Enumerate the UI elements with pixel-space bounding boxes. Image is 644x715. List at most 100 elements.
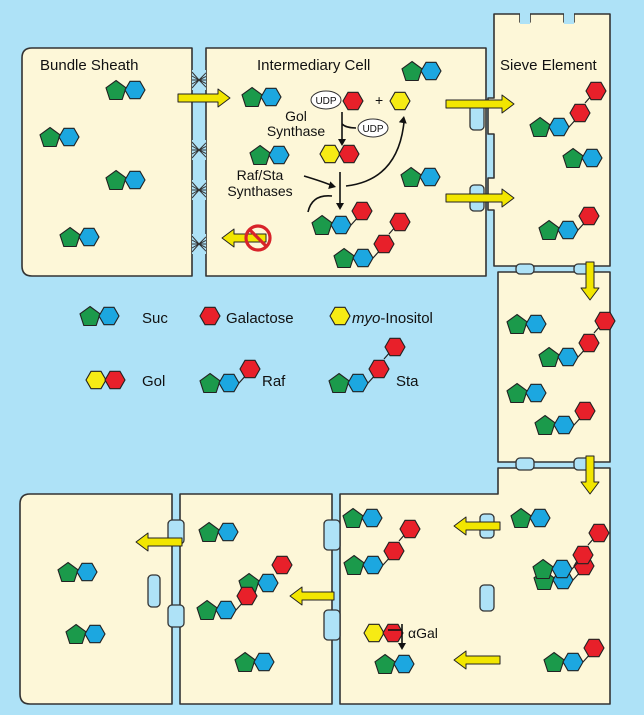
alpha-gal-label: αGal (408, 625, 438, 641)
fructose-unit (59, 226, 81, 248)
glucose-unit (419, 167, 441, 187)
fructose-unit (333, 247, 355, 269)
fructose-unit (39, 126, 61, 148)
sucrose-icon (198, 521, 239, 543)
galactose-unit (384, 337, 406, 357)
stachyose-icon (532, 523, 610, 580)
sucrose-icon (510, 507, 551, 529)
udp-label-2: UDP (362, 124, 383, 135)
galactose-unit (239, 359, 261, 379)
galactose-unit (342, 91, 364, 111)
cell-wall-pit (147, 574, 161, 608)
transport-arrow-icon (177, 88, 231, 108)
galactose-unit (572, 545, 594, 565)
plus-sign: + (375, 92, 383, 108)
glucose-unit (525, 314, 547, 334)
raffinose-icon (534, 401, 596, 436)
sucrose-icon (234, 651, 275, 673)
glucose-unit (78, 227, 100, 247)
sucrose-icon (59, 226, 100, 248)
glucose-unit (557, 347, 579, 367)
galactose-unit (104, 370, 126, 390)
transport-arrow-icon (580, 261, 600, 301)
glucose-unit (393, 654, 415, 674)
glucose-unit (548, 117, 570, 137)
transport-arrow-icon (453, 650, 501, 670)
sieve-element-title: Sieve Element (500, 57, 598, 74)
reaction-arrow (307, 195, 333, 213)
glucose-unit (352, 248, 374, 268)
legend-inositol-label: myo-Inositol (352, 310, 433, 327)
galactose-unit (338, 144, 360, 164)
transport-arrow-icon (445, 188, 515, 208)
raffinose-icon (543, 638, 605, 673)
galactose-unit (383, 541, 405, 561)
stachyose-icon (328, 337, 406, 394)
inositol-icon (329, 306, 351, 326)
sucrose-icon (238, 572, 279, 594)
glucose-unit (553, 415, 575, 435)
galactose-unit (585, 81, 607, 101)
sucrose-icon (506, 382, 547, 404)
sucrose-icon (249, 144, 290, 166)
fructose-unit (562, 147, 584, 169)
sucrose-icon (65, 623, 106, 645)
plasmodesma-cluster (191, 234, 207, 254)
transport-arrow-icon (135, 532, 183, 552)
glucose-unit (347, 373, 369, 393)
galactose-unit (351, 201, 373, 221)
raffinose-icon (538, 206, 600, 241)
raf-sta-label-line2: Synthases (227, 183, 292, 199)
fructose-unit (506, 313, 528, 335)
cell-wall-pit (515, 457, 535, 471)
gol-synthase-label-line2: Synthase (267, 123, 326, 139)
raffinose-icon (199, 359, 261, 394)
raffinose-icon (311, 201, 373, 236)
cell-wall-pit (167, 604, 185, 628)
legend-suc-label: Suc (142, 310, 168, 327)
galactose-unit (373, 234, 395, 254)
synthesis-pathway (303, 112, 407, 650)
pathway-labels: UDP + UDP Gol Synthase Raf/Sta Synthases… (227, 90, 438, 641)
sucrose-icon (506, 313, 547, 335)
fructose-unit (65, 623, 87, 645)
fructose-unit (343, 554, 365, 576)
transport-arrow-icon (289, 586, 335, 606)
sucrose-icon (401, 60, 442, 82)
fructose-unit (79, 305, 101, 327)
transport-arrow-icon (445, 94, 515, 114)
inositol-unit (389, 91, 411, 111)
fructose-unit (538, 219, 560, 241)
fructose-unit (342, 507, 364, 529)
galactose-unit (368, 359, 390, 379)
galactose-unit (583, 638, 605, 658)
fructose-unit (234, 651, 256, 673)
glucose-unit (562, 652, 584, 672)
sucrose-icon (241, 86, 282, 108)
glucose-unit (218, 373, 240, 393)
glucose-unit (581, 148, 603, 168)
stachyose-icon (343, 519, 421, 576)
galactose-unit (574, 401, 596, 421)
reaction-arrow (341, 123, 357, 129)
legend: Suc Galactose myo-Inositol Gol Raf Sta (142, 310, 433, 390)
fructose-unit (249, 144, 271, 166)
galactose-unit (271, 555, 293, 575)
fructose-unit (241, 86, 263, 108)
stachyose-icon (538, 311, 616, 368)
legend-inositol-italic: myo (352, 310, 380, 327)
intermediary-cell-title: Intermediary Cell (257, 57, 370, 74)
galactose-unit (588, 523, 610, 543)
wall-gap (564, 10, 574, 24)
arrowhead (338, 139, 346, 146)
bundle-sheath-cell (21, 47, 193, 277)
glucose-unit (253, 652, 275, 672)
legend-galactose-label: Galactose (226, 310, 294, 327)
galactinol-icon (319, 144, 360, 164)
galactose-unit (199, 306, 221, 326)
inositol-unit (319, 144, 341, 164)
glucose-unit (362, 555, 384, 575)
sucrose-icon (79, 305, 120, 327)
sucrose-icon (562, 147, 603, 169)
companion-cell-lower (179, 493, 333, 705)
